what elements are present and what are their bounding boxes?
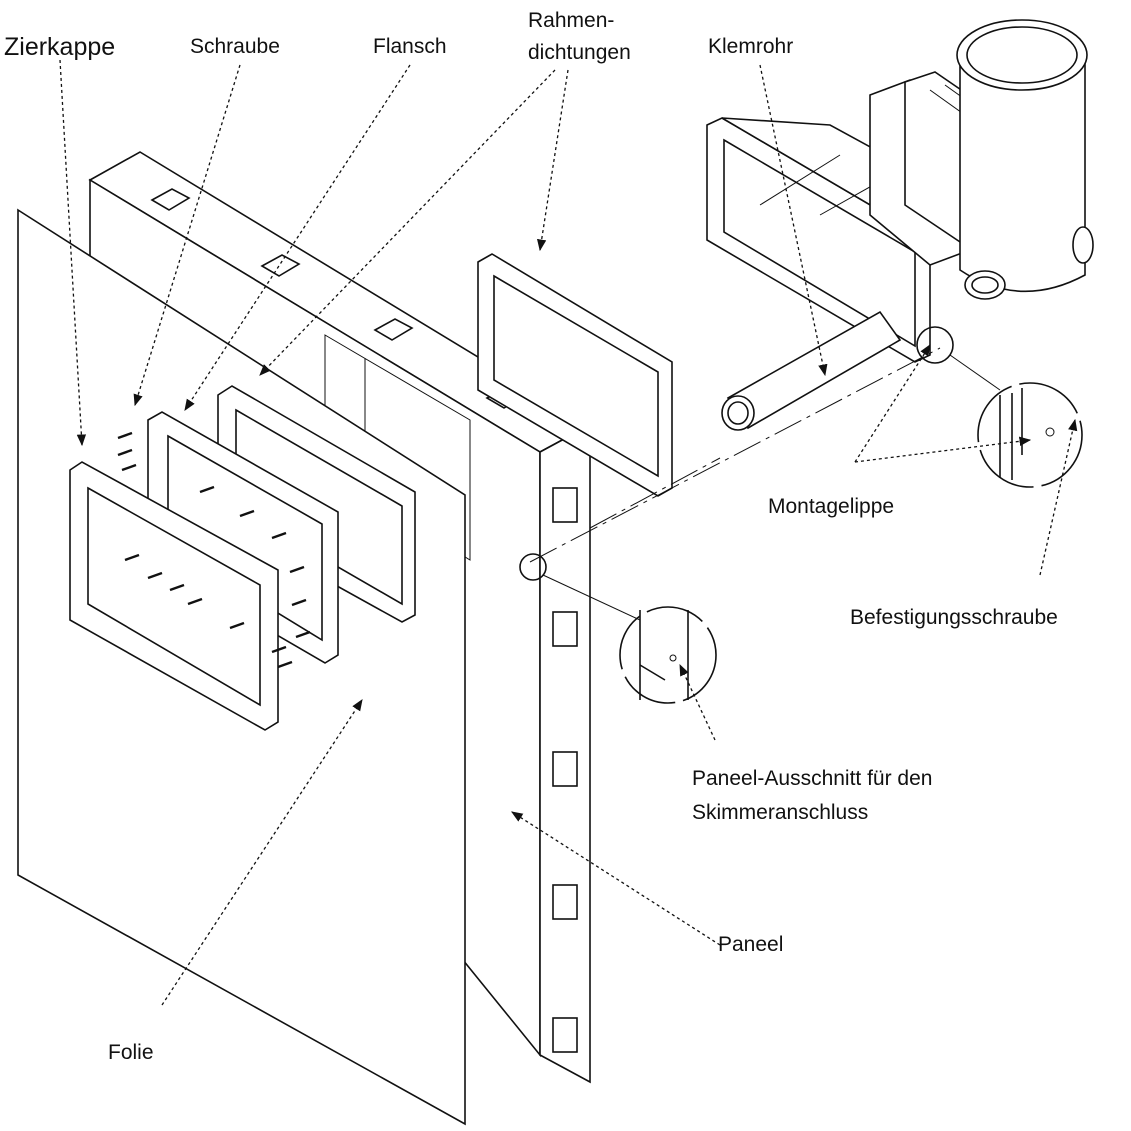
label-klemrohr: Klemrohr xyxy=(708,35,794,58)
panel-side-slot xyxy=(552,1017,578,1053)
panel-side-slot xyxy=(552,611,578,647)
leader-klemrohr xyxy=(759,64,828,377)
leader-folie xyxy=(161,699,363,1006)
centre-axis xyxy=(529,347,941,563)
clamp-ring xyxy=(964,270,1006,300)
skimmer-body xyxy=(706,19,1094,363)
panel-top-slot xyxy=(150,188,191,211)
label-montagelippe: Montagelippe xyxy=(768,495,895,518)
panel-side-slots xyxy=(552,487,578,1053)
label-befestigungsschraube: Befestigungsschraube xyxy=(850,606,1058,629)
cutout-detail-marker xyxy=(519,553,547,581)
leader-montagelippe-b xyxy=(854,436,1032,463)
clamp-tube xyxy=(721,310,902,431)
leader-rahmen-rear xyxy=(536,69,569,252)
leader-befestigungsschraube xyxy=(1039,418,1078,576)
label-folie: Folie xyxy=(108,1041,154,1064)
label-zierkappe: Zierkappe xyxy=(4,33,116,61)
panel-top-slot xyxy=(373,318,414,341)
panel-side-face xyxy=(539,423,591,1084)
panel-side-slot xyxy=(552,487,578,523)
panel-side-slot xyxy=(552,751,578,787)
screw-set xyxy=(117,431,311,669)
skimmer-canister xyxy=(959,54,1086,293)
label-ausschnitt-line2: Skimmeranschluss xyxy=(692,801,869,824)
panel-top-slot xyxy=(260,254,301,277)
lip-detail-marker xyxy=(916,326,954,364)
leader-paneel xyxy=(511,811,721,946)
leader-lines xyxy=(59,59,1078,1006)
label-rahmen-line1: Rahmen- xyxy=(528,9,615,32)
lip-detail-circle xyxy=(977,382,1083,488)
leader-schraube xyxy=(133,64,241,407)
leader-zierkappe xyxy=(59,59,87,447)
leader-rahmen-front xyxy=(259,69,556,376)
label-schraube: Schraube xyxy=(190,35,280,58)
panel-side-slot xyxy=(552,884,578,920)
cutout-detail-circle xyxy=(619,606,717,704)
label-paneel: Paneel xyxy=(718,933,784,956)
leader-flansch xyxy=(184,64,411,411)
label-ausschnitt-line1: Paneel-Ausschnitt für den xyxy=(692,767,933,790)
decorative-cap xyxy=(69,461,279,731)
leader-montagelippe-a xyxy=(854,344,931,463)
label-rahmen-line2: dichtungen xyxy=(528,41,631,64)
leader-ausschnitt xyxy=(679,663,716,741)
label-flansch: Flansch xyxy=(373,35,447,58)
